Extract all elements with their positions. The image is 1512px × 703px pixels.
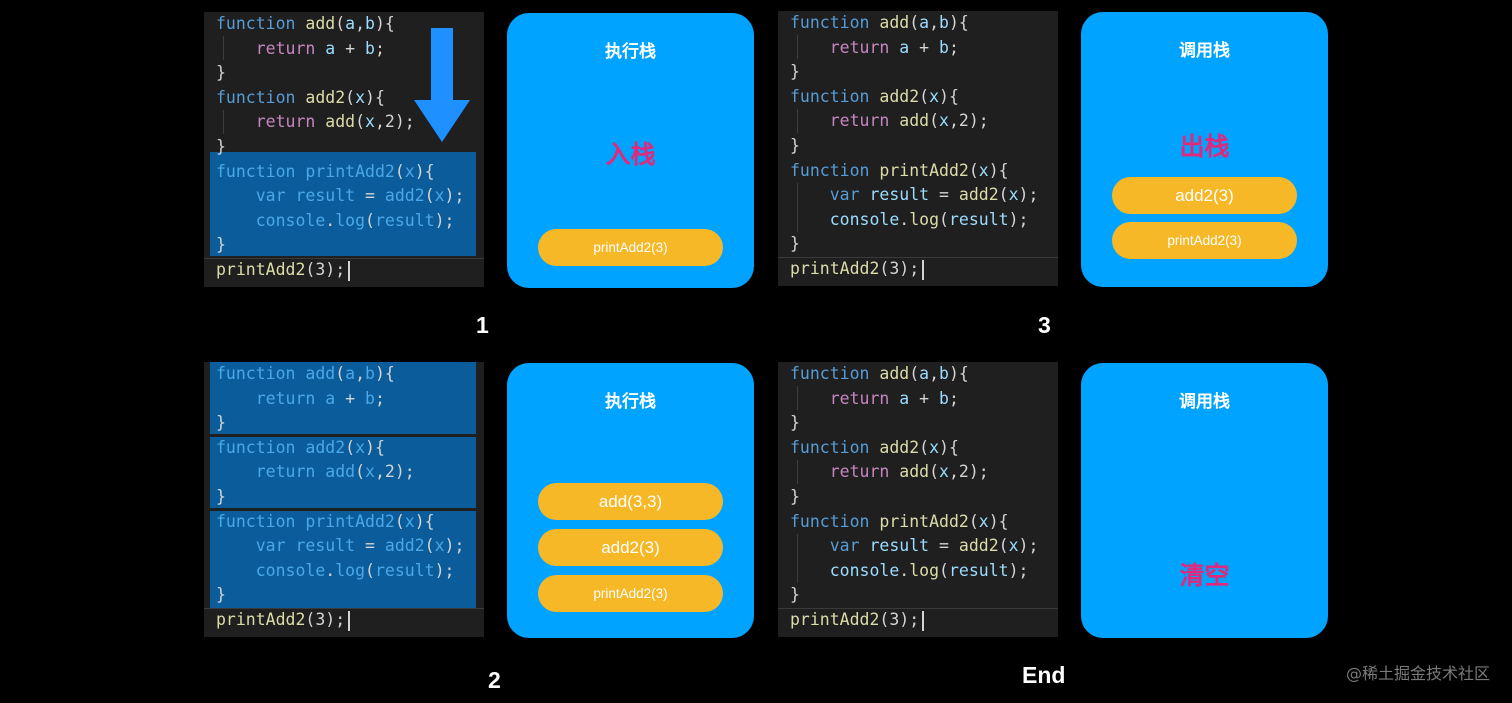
code-line: function add(a,b){ [790, 13, 969, 32]
highlight-add [210, 362, 476, 434]
code-line: return add(x,2); [829, 462, 989, 482]
code-line: function printAdd2(x){ [790, 511, 1009, 531]
code-editor-step-3: function add(a,b){ return a + b; } funct… [778, 11, 1058, 286]
code-line: printAdd2(3); [790, 608, 925, 633]
highlight-printAdd2 [210, 152, 476, 256]
step-label: 2 [488, 667, 501, 693]
stack-frame: add2(3) [538, 529, 723, 566]
down-arrow-icon [414, 28, 470, 142]
code-editor-step-2: function add(a,b){ return a + b; } funct… [204, 362, 484, 637]
code-line: console.log(result); [255, 560, 455, 580]
code-line: return add(x,2); [255, 112, 415, 132]
code-line: } [790, 413, 800, 433]
code-line: function add(a,b){ [216, 364, 395, 383]
code-line: function add2(x){ [790, 437, 959, 457]
code-line: return add(x,2); [255, 462, 415, 482]
code-line: printAdd2(3); [216, 258, 351, 283]
stack-panel-step-3: 调用栈 出栈 add2(3) printAdd2(3) [1081, 12, 1328, 287]
step-label: End [1022, 662, 1066, 688]
watermark: @稀土掘金技术社区 [1345, 664, 1490, 683]
code-line: function printAdd2(x){ [216, 511, 435, 531]
code-line: console.log(result); [255, 210, 455, 230]
panel-title: 调用栈 [1179, 41, 1230, 61]
code-line: } [216, 137, 226, 156]
code-line: return a + b; [255, 388, 385, 408]
stack-frame: add(3,3) [538, 483, 723, 520]
stack-status: 出栈 [1179, 132, 1230, 161]
code-line: } [216, 487, 226, 506]
stack-frame: printAdd2(3) [538, 229, 723, 266]
code-line: var result = add2(x); [255, 186, 465, 206]
code-line: var result = add2(x); [255, 536, 465, 556]
code-line: } [216, 235, 226, 255]
code-line: console.log(result); [829, 209, 1029, 229]
stack-panel-step-end: 调用栈 清空 [1081, 363, 1328, 638]
code-line: function add2(x){ [790, 86, 959, 106]
code-line: return a + b; [829, 37, 959, 57]
code-line: } [790, 136, 800, 155]
stack-status: 入栈 [605, 140, 656, 169]
highlight-add2 [210, 437, 476, 508]
stack-status: 清空 [1179, 561, 1230, 590]
code-line: function printAdd2(x){ [790, 160, 1009, 180]
code-line: return a + b; [829, 388, 959, 408]
code-line: function add2(x){ [216, 87, 385, 107]
code-editor-step-1: function add(a,b){ return a + b; } funct… [204, 12, 484, 287]
code-line: var result = add2(x); [829, 536, 1039, 556]
code-line: return add(x,2); [829, 111, 989, 131]
code-line: } [790, 62, 800, 82]
code-line: function add(a,b){ [216, 14, 395, 33]
code-editor-step-end: function add(a,b){ return a + b; } funct… [778, 362, 1058, 637]
code-line: function printAdd2(x){ [216, 161, 435, 181]
code-line: } [216, 585, 226, 605]
panel-title: 调用栈 [1179, 392, 1230, 412]
code-line: return a + b; [255, 38, 385, 58]
step-label: 1 [476, 312, 489, 338]
code-line: } [790, 234, 800, 254]
panel-title: 执行栈 [605, 42, 656, 62]
code-line: } [216, 413, 226, 433]
code-line: function add(a,b){ [790, 364, 969, 383]
panel-title: 执行栈 [605, 392, 656, 412]
highlight-printAdd2 [210, 511, 476, 608]
stack-frame: printAdd2(3) [538, 575, 723, 612]
stack-frame: add2(3) [1112, 177, 1297, 214]
stack-panel-step-2: 执行栈 add(3,3) add2(3) printAdd2(3) [507, 363, 754, 638]
code-line: } [216, 63, 226, 83]
code-line: } [790, 487, 800, 506]
code-line: var result = add2(x); [829, 185, 1039, 205]
code-line: printAdd2(3); [790, 257, 925, 282]
stack-panel-step-1: 执行栈 入栈 printAdd2(3) [507, 13, 754, 288]
code-line: console.log(result); [829, 560, 1029, 580]
step-label: 3 [1038, 312, 1051, 338]
code-line: printAdd2(3); [216, 608, 351, 633]
code-line: function add2(x){ [216, 437, 385, 457]
stack-frame: printAdd2(3) [1112, 222, 1297, 259]
code-line: } [790, 585, 800, 605]
